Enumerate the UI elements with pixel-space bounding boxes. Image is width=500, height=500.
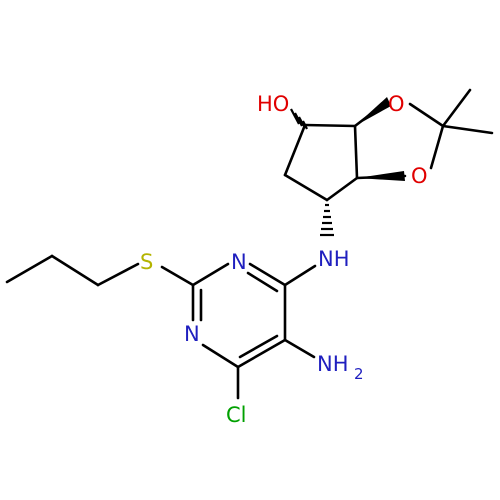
propyl-chain	[5, 254, 140, 287]
bond-c2-s	[160, 265, 195, 287]
atom-label-nh2: NH	[317, 352, 349, 376]
atom-label-nh2-subscript: 2	[354, 365, 364, 383]
bond-c6-c5-inner	[238, 334, 279, 359]
atom-label-n-ring-top: N	[231, 250, 247, 274]
bond-c4-c5	[283, 173, 329, 202]
bond-c5-nh2	[283, 338, 316, 359]
atom-label-ho: HO	[257, 92, 289, 116]
bond-c4pyr-n-top	[248, 262, 287, 287]
bond-ch2-ch2	[50, 254, 100, 287]
wedge-bond-lower	[357, 171, 405, 181]
atom-label-s: S	[140, 250, 153, 274]
atom-label-o-upper: O	[388, 92, 405, 116]
bond-c4pyr-n-top-inner	[246, 271, 279, 293]
bond-cq-o-lower	[429, 124, 445, 170]
atom-label-o-lower: O	[411, 164, 428, 188]
bond-c4pyr-nh	[283, 264, 317, 287]
bond-c2-c3	[353, 124, 359, 180]
pyrimidine-ring	[160, 262, 317, 400]
cyclopentane-ring	[283, 123, 359, 202]
bond-n-left-c6	[201, 343, 240, 369]
bond-c3-c4	[325, 176, 359, 202]
hashed-bond-nh	[320, 203, 334, 237]
bond-cq-methyl-right	[441, 124, 494, 135]
bond-c5-c1	[283, 123, 307, 177]
atom-label-n-ring-left: N	[184, 322, 200, 346]
bond-o-upper-cq	[408, 102, 445, 128]
bond-c6-c5	[236, 338, 287, 369]
atom-label-cl: Cl	[226, 403, 247, 427]
bond-s-ch2	[96, 262, 140, 287]
wedge-bond-upper	[355, 97, 391, 126]
bond-cq-methyl-top	[441, 88, 472, 128]
bond-n-top-c2	[191, 262, 230, 287]
atom-label-nh: NH	[318, 247, 350, 271]
bond-c1-c2	[303, 123, 357, 128]
hashed-bond-ho	[290, 108, 308, 130]
bond-ch2-ch3	[5, 254, 54, 284]
